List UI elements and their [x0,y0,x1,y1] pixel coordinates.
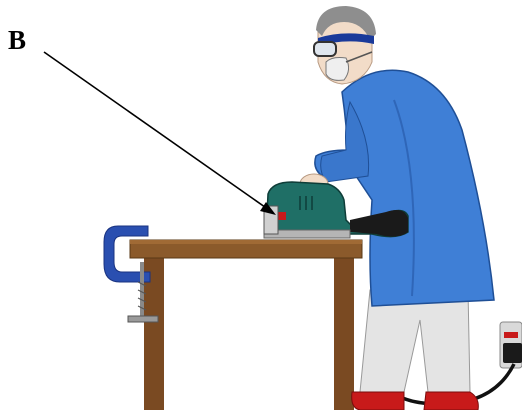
power-socket-icon [500,322,522,368]
dust-mask-icon [326,58,349,81]
shoe-left [352,392,404,410]
shoe-right [424,392,478,410]
callout-label-b: B [8,25,26,56]
callout-arrow [44,52,276,215]
workbench-leg-right [334,256,354,410]
head [314,6,376,84]
workbench [130,240,362,410]
